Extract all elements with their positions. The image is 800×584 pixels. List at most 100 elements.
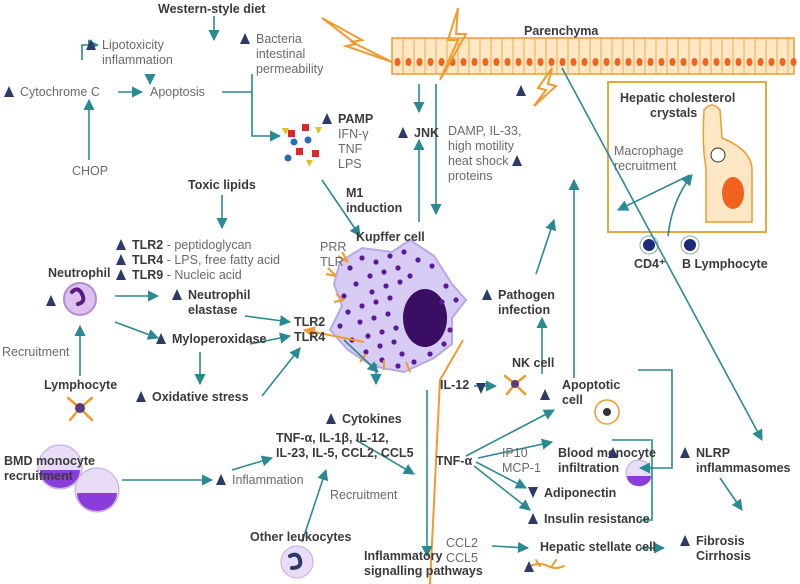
- up-arrow-icon: [86, 39, 96, 50]
- up-arrow-icon: [680, 447, 690, 458]
- damp-label-3: heat shock: [448, 154, 528, 169]
- macrophage-label: Macrophage: [614, 144, 684, 158]
- up-arrow-icon: [116, 254, 126, 265]
- pamp-item-2: TNF: [338, 142, 363, 156]
- pamp-item-3: LPS: [338, 157, 362, 171]
- bacteria-label: Bacteria: [240, 32, 302, 47]
- apoptotic-label-2: cell: [562, 393, 583, 407]
- recruitment-label-2: Recruitment: [330, 488, 398, 502]
- up-arrow-icon: [482, 289, 492, 300]
- cytokine-list-2: IL-23, IL-5, CCL2, CCL5: [276, 446, 414, 460]
- kupffer-label: Kupffer cell: [356, 230, 425, 244]
- apoptotic-label: Apoptotic: [562, 378, 621, 392]
- lipotoxicity-label: Lipotoxicity: [86, 38, 164, 53]
- elastase-label-2: elastase: [188, 303, 238, 317]
- tnfa-label: TNF-α: [436, 454, 473, 468]
- tlr-line-3: TLR9 - Nucleic acid: [116, 268, 242, 283]
- down-arrow-icon: [528, 487, 538, 498]
- pamp-item-1: IFN-γ: [338, 127, 369, 141]
- parenchyma-band: [391, 37, 797, 75]
- up-arrow-icon: [680, 535, 690, 546]
- neutrophil-label: Neutrophil: [48, 266, 111, 280]
- toxic-lipids-label: Toxic lipids: [188, 178, 256, 192]
- up-arrow-icon: [116, 239, 126, 250]
- tlr4-label: TLR4: [294, 330, 326, 344]
- damp-label-4: proteins: [448, 169, 493, 183]
- up-arrow-icon: [511, 155, 522, 166]
- adiponectin-label: Adiponectin: [528, 486, 616, 501]
- ccl5-label: CCL5: [446, 551, 478, 565]
- lipotoxicity-label-2: inflammation: [102, 53, 173, 67]
- up-arrow-icon: [398, 127, 408, 138]
- pathogen-label-2: infection: [498, 303, 551, 317]
- pamp-label: PAMP: [322, 112, 373, 127]
- prr-label: PRR: [320, 240, 347, 254]
- bmd-monocytes: [37, 444, 120, 513]
- down-arrow-icon: [476, 380, 492, 398]
- bmd-label: BMD monocyte: [4, 454, 95, 468]
- blood-monocyte-cell: [625, 459, 653, 487]
- receptor-markers: [325, 251, 349, 303]
- crystals-title-2: crystals: [650, 106, 698, 120]
- m1-label-2: induction: [346, 201, 403, 215]
- insulin-label: Insulin resistance: [528, 512, 650, 527]
- bacteria-label-2: intestinal: [256, 47, 306, 61]
- chop-label: CHOP: [72, 164, 109, 178]
- other-leukocyte-cell: [280, 545, 314, 579]
- ip10-label: IP10: [502, 446, 528, 460]
- b-lymphocyte-label: B Lymphocyte: [682, 257, 768, 271]
- elastase-label: Neutrophil: [172, 288, 251, 303]
- cytokines-label: Cytokines: [326, 412, 402, 427]
- fibrosis-label: Fibrosis: [680, 534, 745, 549]
- nlrp-label: NLRP: [680, 446, 730, 461]
- up-arrow-icon: [524, 558, 540, 576]
- tlr-line-2: TLR4 - LPS, free fatty acid: [116, 253, 280, 268]
- neutrophil-cell: [63, 282, 97, 316]
- recruitment-label: Recruitment: [2, 345, 70, 359]
- up-arrow-icon: [540, 386, 556, 404]
- up-arrow-icon: [4, 86, 14, 97]
- tlr-label: TLR: [320, 255, 344, 269]
- cd4-label: CD4⁺: [634, 257, 666, 271]
- up-arrow-icon: [326, 413, 336, 424]
- m1-label: M1: [346, 186, 364, 200]
- nk-label: NK cell: [512, 356, 555, 370]
- up-arrow-icon: [240, 33, 250, 44]
- crystals-title: Hepatic cholesterol: [620, 91, 736, 105]
- bmd-label-2: recruitment: [4, 469, 73, 483]
- ccl2-label: CCL2: [446, 536, 478, 550]
- inflammatory-label: Inflammatory: [364, 549, 443, 563]
- oxidative-label: Oxidative stress: [136, 390, 249, 405]
- up-arrow-icon: [216, 474, 226, 485]
- diet-label: Western-style diet: [158, 2, 266, 16]
- up-arrow-icon: [172, 289, 182, 300]
- nk-cell: [503, 374, 527, 396]
- lightning-icon: [533, 67, 559, 107]
- lightning-icon: [321, 17, 393, 63]
- stellate-cell: [529, 559, 565, 569]
- tlr2-label: TLR2: [294, 315, 326, 329]
- il12-label: IL-12: [440, 378, 470, 392]
- mpo-label: Myloperoxidase: [156, 332, 266, 347]
- up-arrow-icon: [608, 444, 624, 462]
- tlr-line-1: TLR2 - peptidoglycan: [116, 238, 252, 253]
- up-arrow-icon: [528, 513, 538, 524]
- apoptosis-label: Apoptosis: [150, 85, 205, 99]
- bacteria-label-3: permeability: [256, 62, 324, 76]
- blood-monocyte-label-2: infiltration: [558, 461, 620, 475]
- cytokine-list-1: TNF-α, IL-1β, IL-12,: [276, 431, 389, 445]
- up-arrow-icon: [156, 333, 166, 344]
- up-arrow-icon: [46, 292, 62, 310]
- up-arrow-icon: [116, 269, 126, 280]
- kupffer-cell: [328, 238, 468, 374]
- inflammatory-label-2: signalling pathways: [364, 564, 483, 578]
- pathogen-label: Pathogen: [482, 288, 555, 303]
- parenchyma-label: Parenchyma: [524, 24, 599, 38]
- cytochrome-label: Cytochrome C: [4, 85, 100, 100]
- pamp-particles: [282, 124, 322, 167]
- damp-label: DAMP, IL-33,: [448, 124, 522, 138]
- damp-label-2: high motility: [448, 139, 514, 153]
- lymphocyte-cell: [66, 396, 94, 422]
